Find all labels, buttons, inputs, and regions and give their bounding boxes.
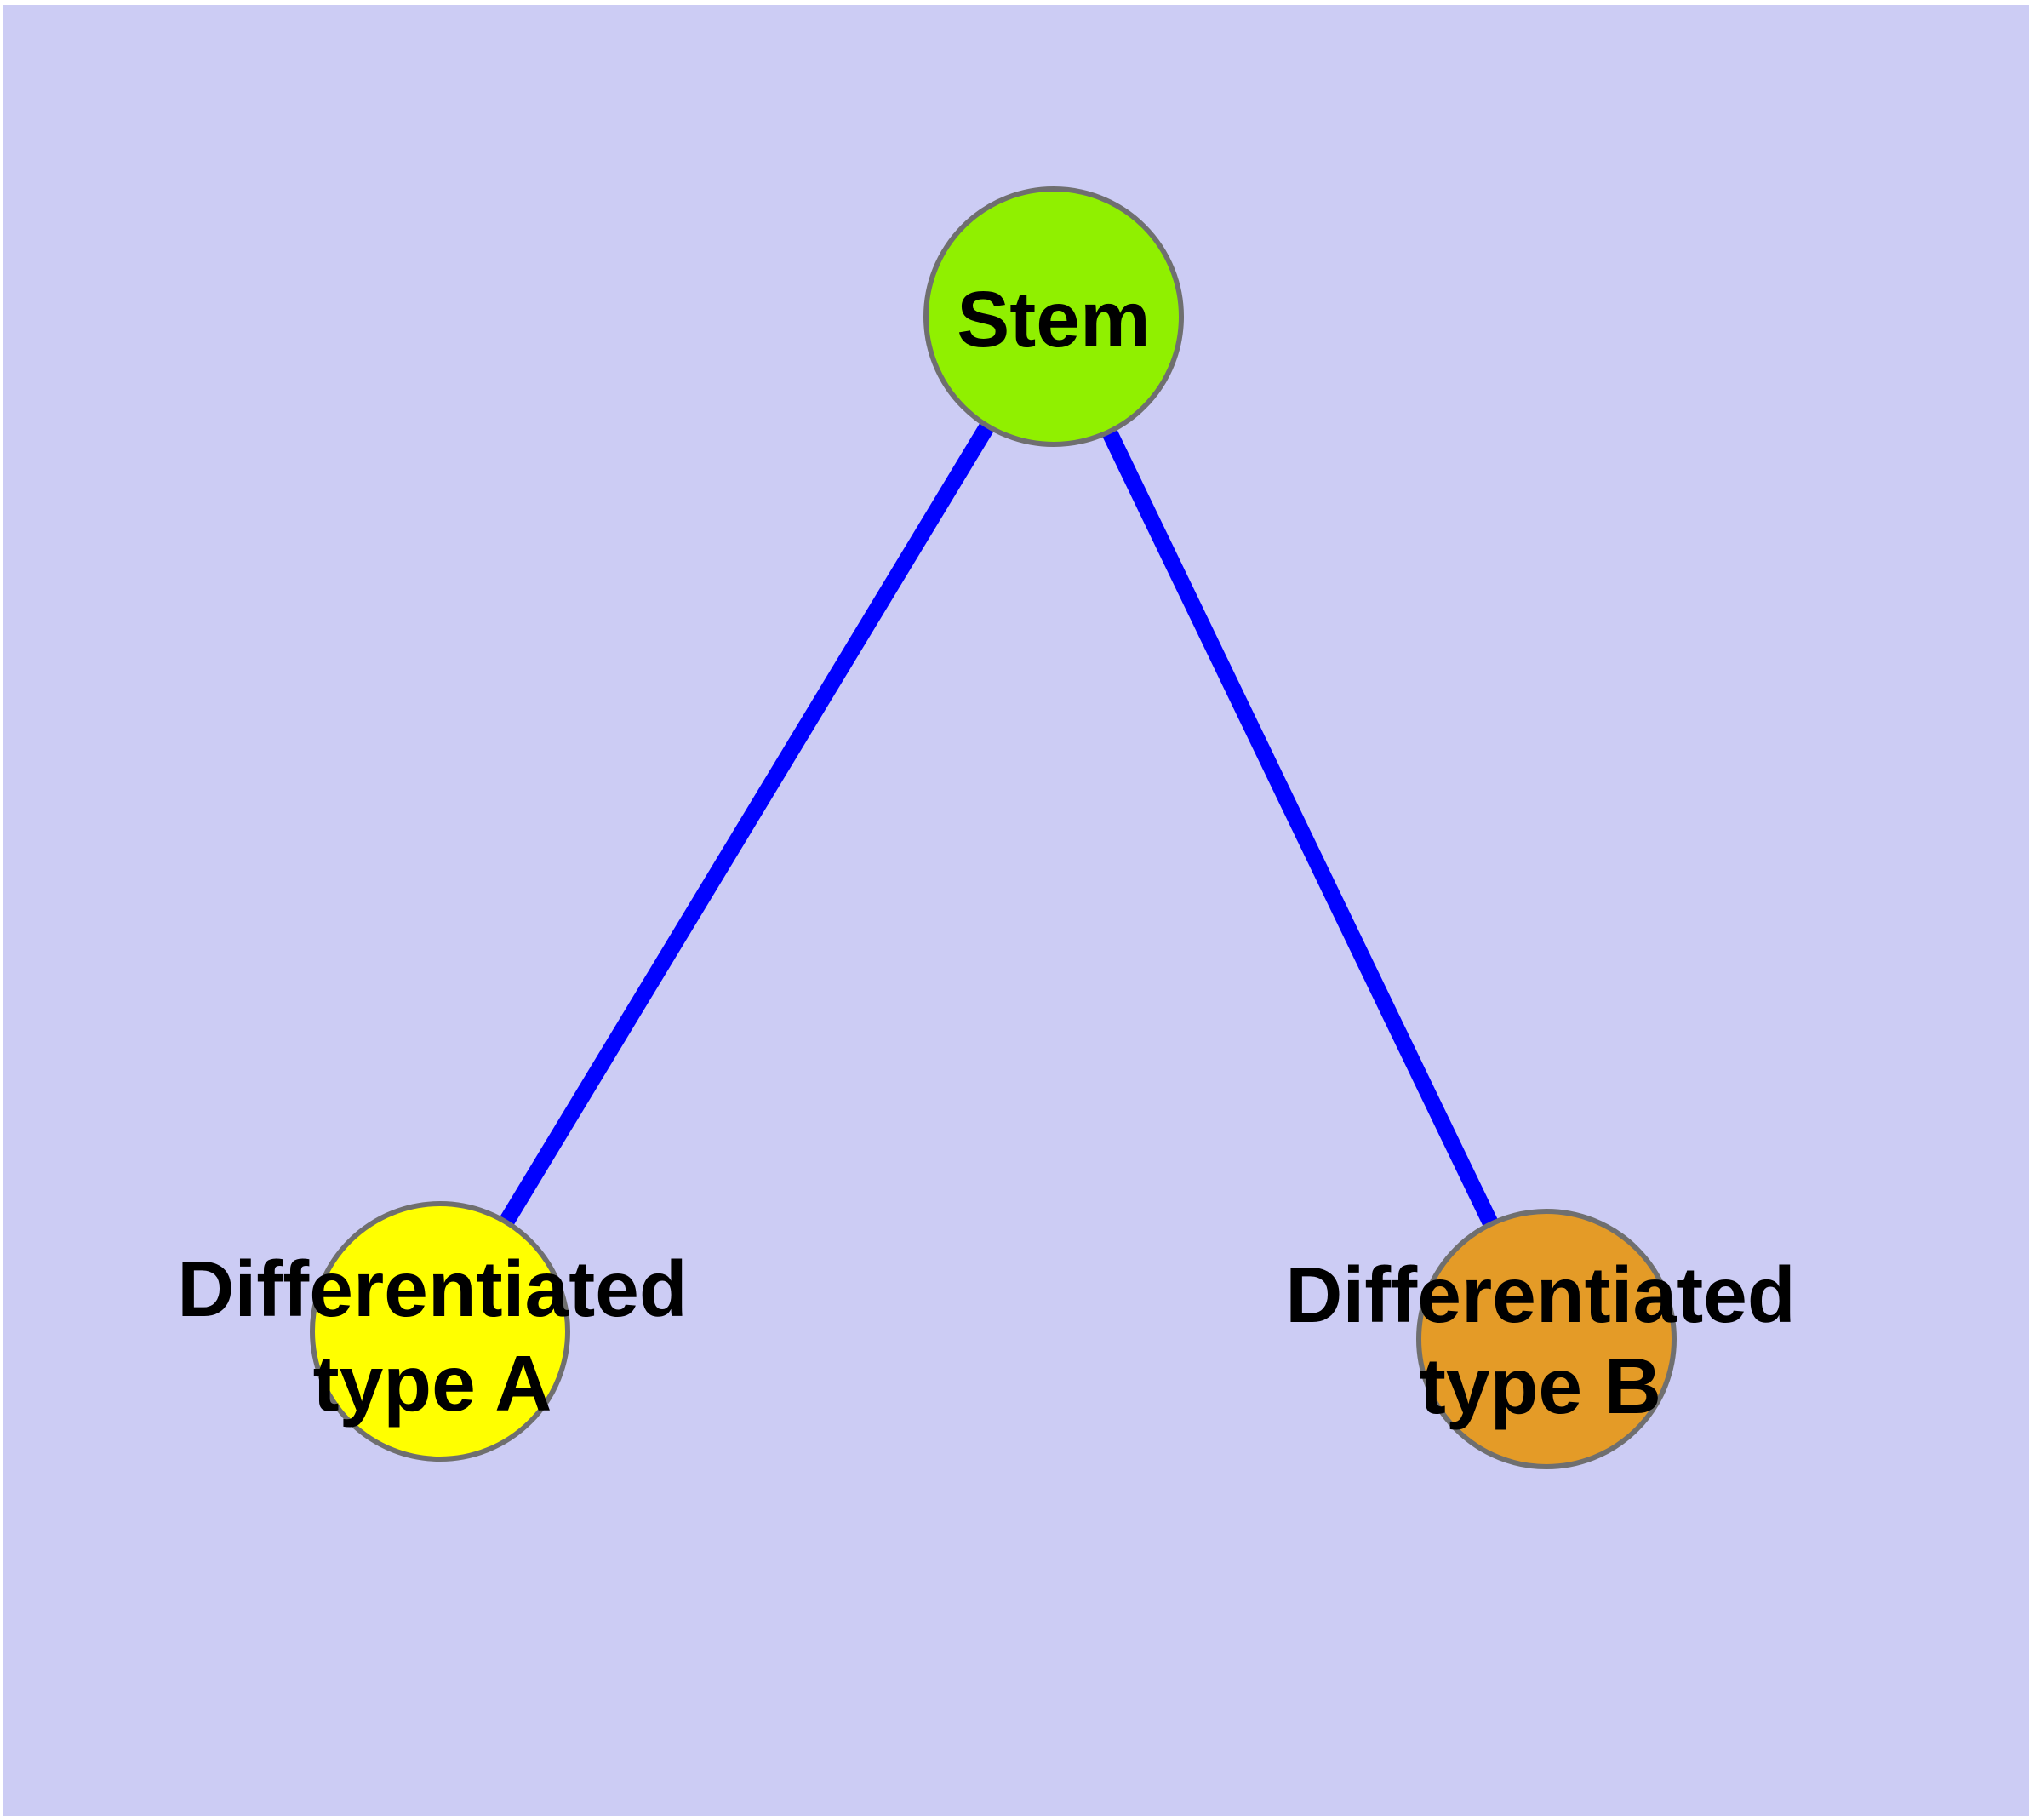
- edge-stem-to-type-a: [432, 312, 1061, 1336]
- node-stem-label: Stem: [957, 275, 1150, 363]
- node-type-a-label-line2: type A: [313, 1339, 552, 1428]
- node-type-b-label-line1: Differentiated: [1285, 1251, 1795, 1339]
- node-differentiated-type-a: [310, 1201, 570, 1462]
- node-type-a-label-line1: Differentiated: [177, 1245, 687, 1333]
- node-differentiated-type-b: [1416, 1209, 1677, 1469]
- edge-stem-to-type-b: [1046, 312, 1554, 1343]
- node-type-b-label-line2: type B: [1420, 1342, 1661, 1430]
- node-stem: [923, 186, 1184, 447]
